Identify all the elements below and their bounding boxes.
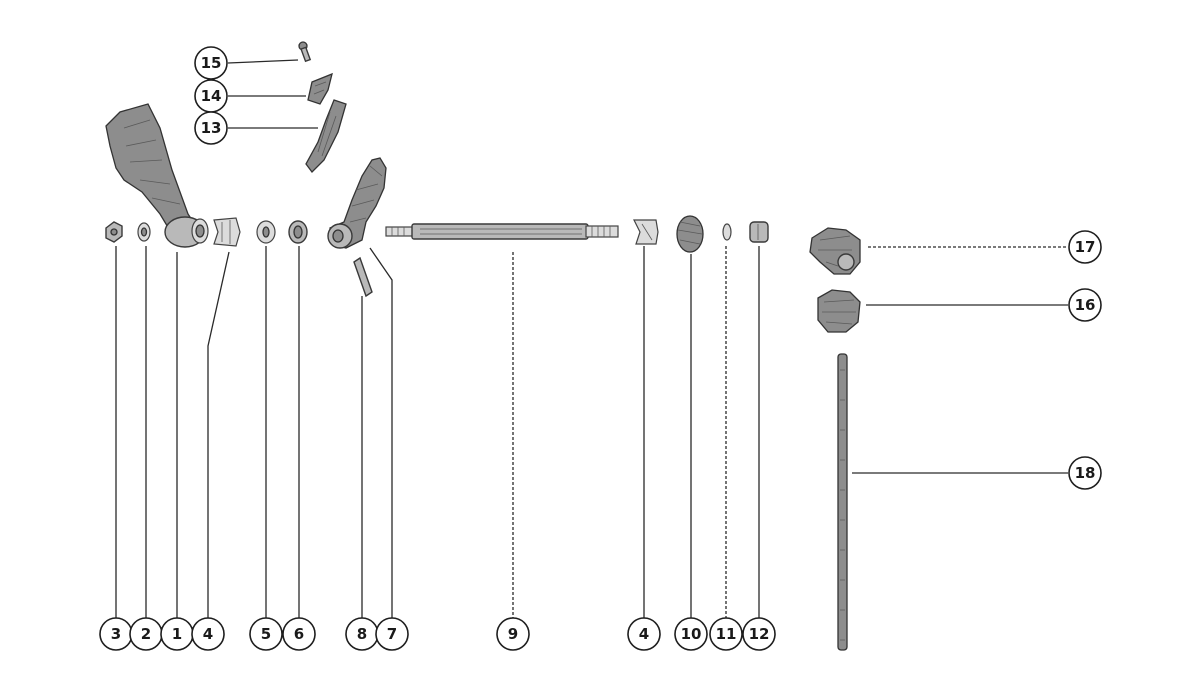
part-1-steering-arm bbox=[105, 103, 209, 248]
callout-16: 16 bbox=[1068, 288, 1102, 322]
callout-5: 5 bbox=[249, 617, 283, 651]
svg-text:15: 15 bbox=[201, 54, 222, 72]
part-6-seal bbox=[288, 220, 308, 244]
part-4-bushing-left bbox=[213, 217, 241, 247]
svg-text:4: 4 bbox=[639, 625, 649, 643]
svg-text:16: 16 bbox=[1075, 296, 1096, 314]
callout-6: 6 bbox=[282, 617, 316, 651]
callout-1: 1 bbox=[160, 617, 194, 651]
svg-text:10: 10 bbox=[681, 625, 702, 643]
svg-text:4: 4 bbox=[203, 625, 213, 643]
part-4-bushing-right bbox=[633, 219, 659, 245]
svg-text:3: 3 bbox=[111, 625, 121, 643]
part-14-bracket bbox=[307, 72, 333, 105]
part-11-washer bbox=[722, 223, 732, 241]
part-8-pin bbox=[353, 256, 373, 298]
callouts: 15 14 13 17 16 18 3 2 1 4 5 6 8 7 9 4 10… bbox=[99, 46, 1102, 651]
svg-text:18: 18 bbox=[1075, 464, 1096, 482]
svg-text:13: 13 bbox=[201, 119, 222, 137]
parts bbox=[105, 41, 861, 651]
svg-text:6: 6 bbox=[294, 625, 304, 643]
part-12-nut bbox=[749, 221, 769, 243]
part-2-washer bbox=[137, 222, 151, 242]
part-13-bracket bbox=[305, 99, 347, 173]
svg-text:11: 11 bbox=[716, 625, 737, 643]
part-9-shaft bbox=[385, 223, 619, 240]
svg-text:8: 8 bbox=[357, 625, 367, 643]
callout-10: 10 bbox=[674, 617, 708, 651]
svg-text:17: 17 bbox=[1075, 238, 1096, 256]
leader-15 bbox=[227, 59, 299, 64]
leader-4a bbox=[207, 251, 230, 618]
part-3-nut bbox=[105, 221, 123, 243]
callout-15: 15 bbox=[194, 46, 228, 80]
callout-8: 8 bbox=[345, 617, 379, 651]
part-17-cable-guide bbox=[809, 227, 861, 275]
svg-text:14: 14 bbox=[201, 87, 222, 105]
part-7-steering-bracket bbox=[327, 157, 387, 249]
part-10-gear bbox=[676, 215, 704, 253]
part-16-cable-end bbox=[817, 289, 861, 333]
callout-2: 2 bbox=[129, 617, 163, 651]
callout-11: 11 bbox=[709, 617, 743, 651]
callout-13: 13 bbox=[194, 111, 228, 145]
part-15-screw bbox=[298, 41, 312, 63]
svg-text:9: 9 bbox=[508, 625, 518, 643]
svg-text:5: 5 bbox=[261, 625, 271, 643]
svg-text:12: 12 bbox=[749, 625, 770, 643]
callout-4-left: 4 bbox=[191, 617, 225, 651]
part-18-rod bbox=[837, 353, 848, 651]
part-5-washer bbox=[256, 220, 276, 244]
svg-text:2: 2 bbox=[141, 625, 151, 643]
callout-14: 14 bbox=[194, 79, 228, 113]
callout-3: 3 bbox=[99, 617, 133, 651]
callout-7: 7 bbox=[375, 617, 409, 651]
callout-18: 18 bbox=[1068, 456, 1102, 490]
callout-12: 12 bbox=[742, 617, 776, 651]
callout-17: 17 bbox=[1068, 230, 1102, 264]
leader-7 bbox=[369, 247, 393, 618]
svg-text:1: 1 bbox=[172, 625, 182, 643]
callout-9: 9 bbox=[496, 617, 530, 651]
callout-4-right: 4 bbox=[627, 617, 661, 651]
leader-lines bbox=[115, 59, 1068, 618]
svg-text:7: 7 bbox=[387, 625, 397, 643]
